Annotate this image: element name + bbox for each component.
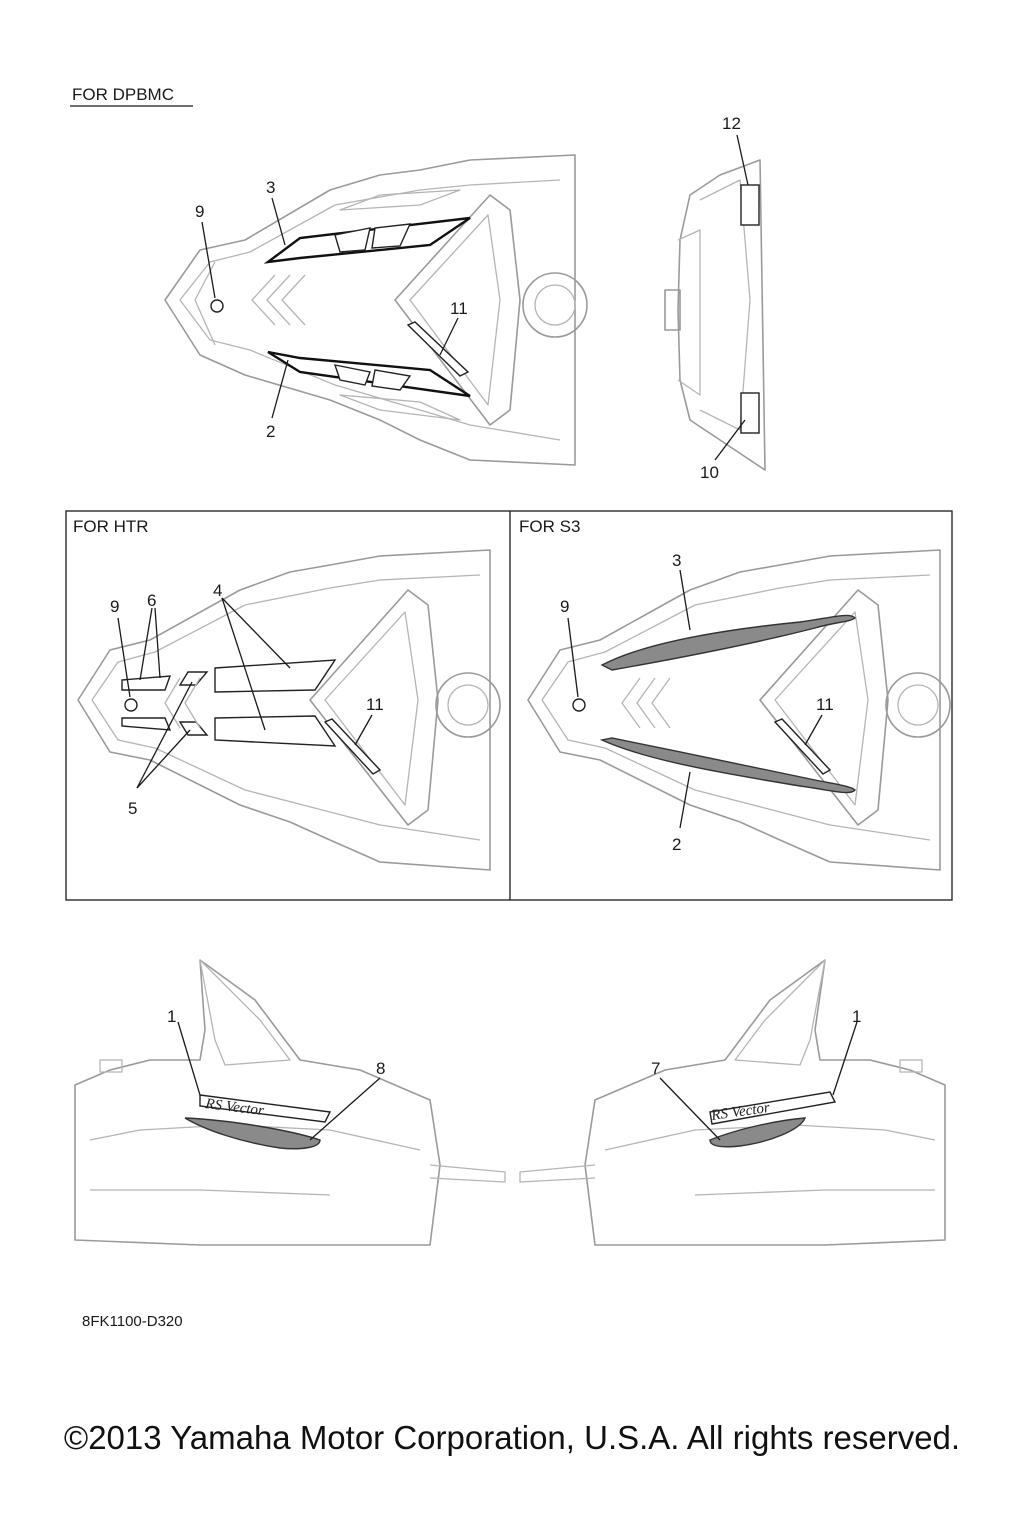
decal-logo-text-left: RS Vector: [204, 1096, 265, 1119]
decal-3-upper-stripe: [263, 216, 471, 264]
callout-s3-2: 2: [672, 835, 681, 854]
decal-4-lower: [214, 715, 337, 747]
callout-dpbmc-12: 12: [722, 114, 741, 133]
decal-8-flame: [184, 1117, 321, 1150]
decal-4-upper: [214, 659, 337, 693]
section-title-dpbmc: FOR DPBMC: [72, 85, 174, 104]
callout-htr-5: 5: [128, 799, 137, 818]
diagram-code: 8FK1100-D320: [82, 1313, 183, 1330]
callout-dpbmc-11: 11: [450, 299, 468, 318]
decal-10: [740, 392, 760, 434]
decal-11-htr: [323, 718, 382, 775]
hood-top-view: [164, 154, 588, 466]
callout-htr-11: 11: [366, 695, 384, 714]
decal-11-s3: [773, 718, 832, 775]
variant-frame: [65, 510, 953, 901]
callout-htr-4: 4: [213, 581, 222, 600]
decal-12: [740, 184, 760, 226]
decal-6-upper: [121, 675, 172, 691]
callout-dpbmc-2: 2: [266, 422, 275, 441]
callout-htr-9: 9: [110, 597, 119, 616]
callout-dpbmc-9: 9: [195, 202, 204, 221]
decal-5-lower: [178, 721, 209, 736]
hood-top-view-s3: [527, 549, 951, 871]
callout-side-7: 7: [651, 1059, 660, 1078]
section-s3: FOR S3 3 9 11 2: [519, 517, 951, 871]
decal-7-flame: [709, 1117, 807, 1148]
side-view-left: RS Vector 1 8: [74, 959, 506, 1246]
callout-side-1-right: 1: [852, 1007, 861, 1026]
decal-logo-text-right: RS Vector: [709, 1100, 771, 1124]
copyright-notice: ©2013 Yamaha Motor Corporation, U.S.A. A…: [64, 1419, 960, 1456]
decal-1-logo-right: [709, 1091, 837, 1125]
hood-front-view: [664, 159, 766, 471]
decal-6-lower: [121, 717, 172, 731]
decal-2-lower-stripe: [267, 350, 471, 398]
callout-side-8: 8: [376, 1059, 385, 1078]
decal-1-logo-left: [199, 1094, 332, 1123]
callout-s3-11: 11: [816, 695, 834, 714]
callout-dpbmc-3: 3: [266, 178, 275, 197]
callout-side-1-left: 1: [167, 1007, 176, 1026]
callout-dpbmc-10: 10: [700, 463, 719, 482]
decal-5-upper: [178, 671, 209, 686]
section-title-s3: FOR S3: [519, 517, 580, 536]
callout-s3-9: 9: [560, 597, 569, 616]
section-htr: FOR HTR 9 6 4 11: [73, 517, 501, 871]
callout-s3-3: 3: [672, 551, 681, 570]
callout-htr-6: 6: [147, 591, 156, 610]
section-dpbmc: FOR DPBMC: [70, 85, 766, 482]
section-title-htr: FOR HTR: [73, 517, 149, 536]
side-view-right: RS Vector 1 7: [519, 959, 946, 1246]
decal-11: [406, 321, 470, 377]
decal-2-flame: [599, 737, 856, 794]
hood-top-view-htr: [77, 549, 501, 871]
decal-3-flame: [600, 614, 856, 671]
